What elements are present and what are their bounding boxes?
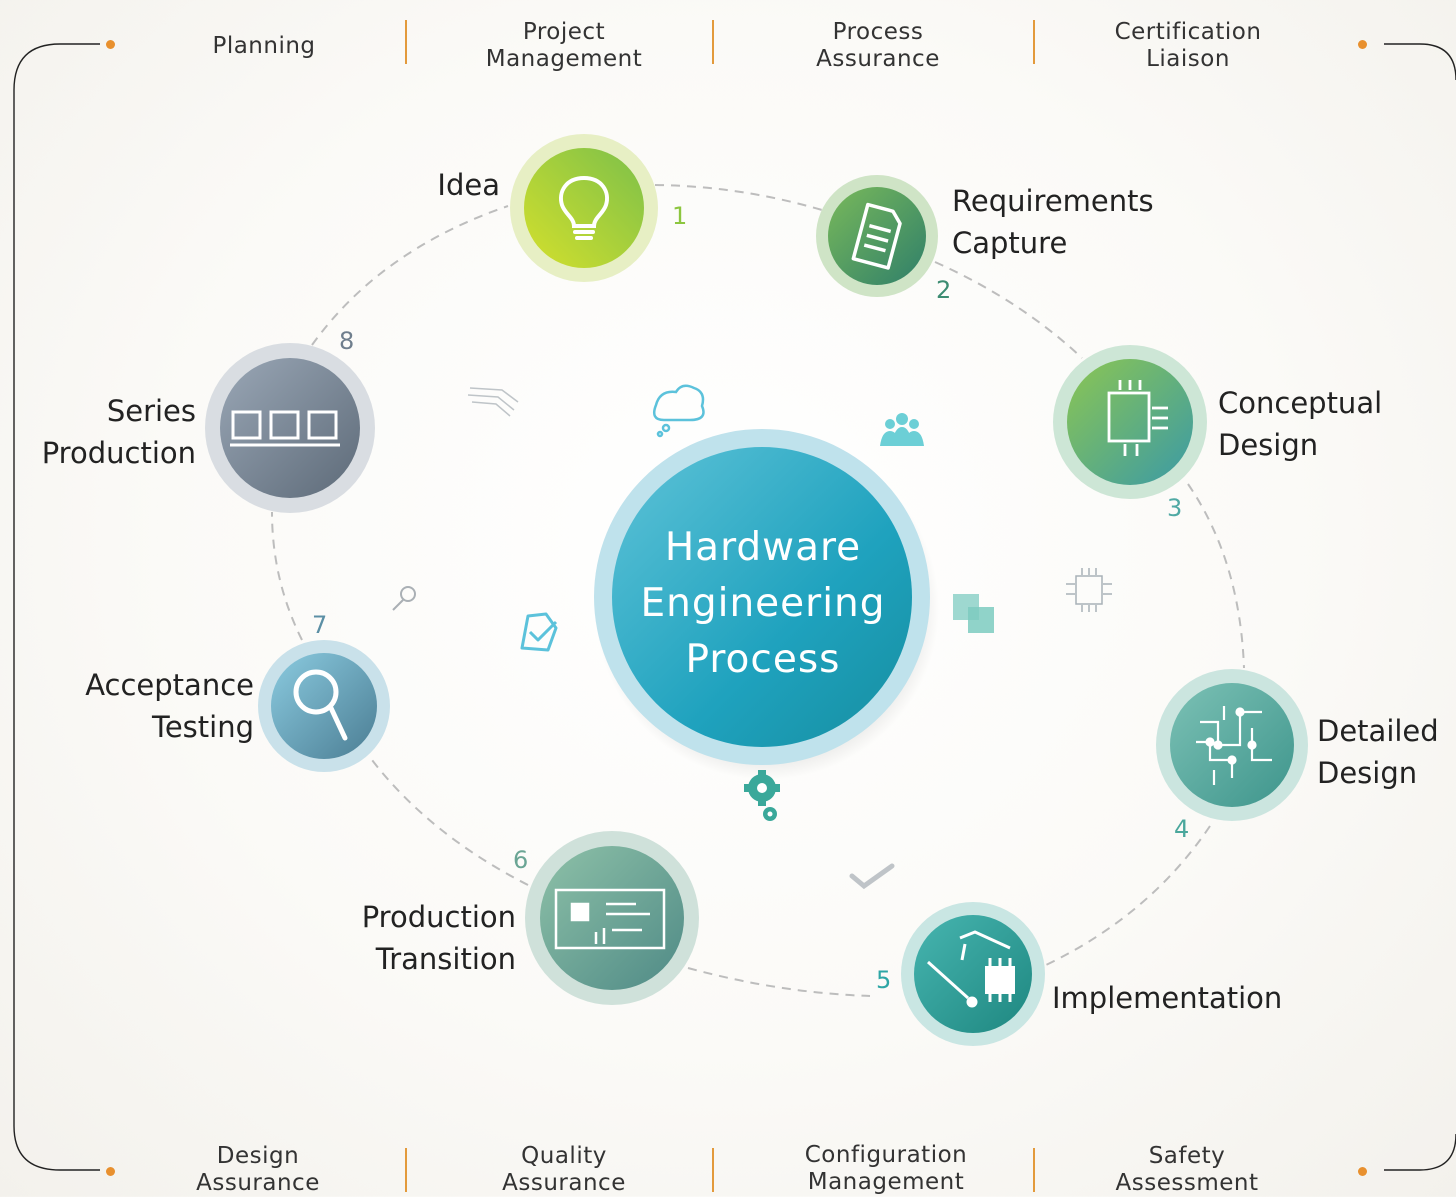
bracket-dot-bottom-right — [1358, 1167, 1367, 1176]
bottom-divider-1 — [405, 1148, 407, 1192]
hub-title-line1: Hardware — [664, 525, 862, 570]
bottom-label-safety-assessment: Safety Assessment — [1115, 1143, 1259, 1196]
layers-icon — [953, 594, 994, 633]
wires-icon — [467, 387, 519, 417]
step-8-label: Series Production — [16, 390, 196, 474]
step-3-node — [1053, 345, 1207, 499]
soldering-icon — [926, 930, 1015, 1008]
step-1-node — [510, 134, 658, 282]
step-6-number: 6 — [513, 846, 529, 874]
step-8-label-line2: Production — [41, 436, 196, 470]
step-8-node — [205, 343, 375, 513]
document-icon — [851, 202, 902, 270]
step-7-label: Acceptance Testing — [54, 664, 254, 748]
gears-icon — [744, 770, 780, 821]
step-8-label-line1: Series — [106, 394, 196, 428]
bottom-divider-2 — [712, 1148, 714, 1192]
pcb-icon — [554, 888, 666, 950]
step-4-label: Detailed Design — [1317, 710, 1439, 794]
step-2-node — [816, 175, 938, 297]
production-line-icon — [230, 410, 340, 447]
bottom-label-configuration-management: Configuration Management — [804, 1142, 968, 1195]
circuit-icon — [1196, 706, 1272, 785]
step-5-label: Implementation — [1052, 977, 1282, 1019]
bottom-divider-3 — [1033, 1148, 1035, 1192]
hub-title-line3: Process — [685, 637, 841, 682]
step-2-label-line2: Capture — [952, 226, 1068, 260]
top-divider-1 — [405, 20, 407, 64]
top-label-process-assurance: Process Assurance — [816, 19, 940, 72]
step-3-label-line1: Conceptual — [1218, 386, 1383, 420]
step-2-label: Requirements Capture — [952, 180, 1154, 264]
hub-circle — [594, 429, 939, 780]
step-6-label-line1: Production — [361, 900, 516, 934]
top-label-planning: Planning — [212, 33, 316, 59]
chip-icon — [1107, 380, 1168, 456]
cycle-dashed-path — [271, 184, 1245, 997]
bottom-label-design-assurance: Design Assurance — [196, 1143, 320, 1196]
step-7-label-line1: Acceptance — [85, 668, 254, 702]
step-3-number: 3 — [1167, 494, 1183, 522]
top-label-certification-liaison: Certification Liaison — [1114, 19, 1262, 72]
step-6-label-line2: Transition — [375, 942, 516, 976]
step-7-number: 7 — [312, 611, 328, 639]
bracket-dot-top-right — [1358, 40, 1367, 49]
hub-title: Hardware Engineering Process — [613, 520, 913, 688]
step-7-label-line2: Testing — [152, 710, 254, 744]
step-2-number: 2 — [936, 276, 952, 304]
bracket-dot-top-left — [106, 40, 115, 49]
checkmark-icon — [849, 863, 895, 890]
step-5-node — [901, 902, 1045, 1046]
step-6-label: Production Transition — [316, 896, 516, 980]
bracket-dot-bottom-left — [106, 1167, 115, 1176]
step-7-node — [258, 640, 390, 772]
step-2-label-line1: Requirements — [952, 184, 1154, 218]
step-6-node — [525, 831, 699, 1005]
cloud-icon — [653, 384, 705, 438]
step-4-node — [1156, 669, 1308, 821]
step-3-label: Conceptual Design — [1218, 382, 1382, 466]
step-4-number: 4 — [1174, 815, 1190, 843]
step-1-label: Idea — [400, 164, 500, 206]
team-icon — [880, 413, 924, 446]
magnifier-icon — [293, 669, 348, 741]
step-1-number: 1 — [672, 202, 688, 230]
top-divider-3 — [1033, 20, 1035, 64]
chip-outline-icon — [1066, 568, 1112, 612]
search-small-icon — [392, 586, 416, 611]
checklist-icon — [520, 612, 558, 652]
step-5-number: 5 — [876, 966, 892, 994]
top-label-project-management: Project Management — [485, 19, 643, 72]
hub-title-line2: Engineering — [640, 581, 886, 626]
lightbulb-icon — [559, 175, 609, 240]
step-4-label-line2: Design — [1317, 756, 1418, 790]
step-5-label-line1: Implementation — [1052, 981, 1283, 1015]
top-divider-2 — [712, 20, 714, 64]
step-3-label-line2: Design — [1218, 428, 1319, 462]
bottom-label-quality-assurance: Quality Assurance — [502, 1143, 626, 1196]
step-4-label-line1: Detailed — [1317, 714, 1439, 748]
step-1-label-line1: Idea — [437, 168, 500, 202]
step-8-number: 8 — [339, 327, 355, 355]
